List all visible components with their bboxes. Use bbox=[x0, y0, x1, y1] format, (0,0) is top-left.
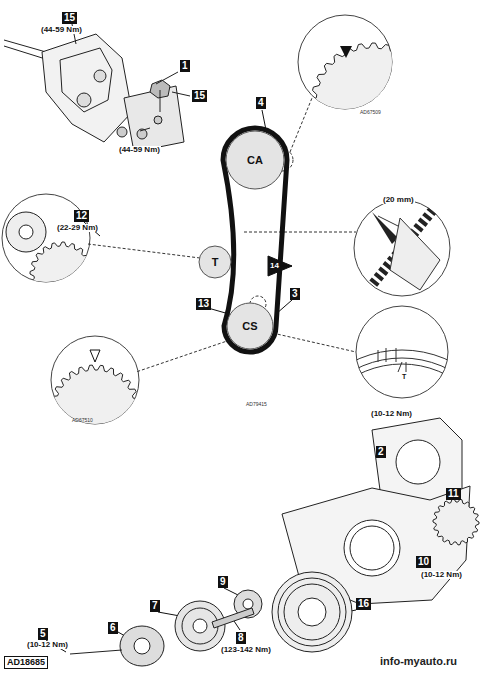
callout-number: 12 bbox=[74, 210, 89, 222]
callout-number: 6 bbox=[108, 622, 118, 634]
callout-number: 15 bbox=[192, 90, 207, 102]
pulley-disc bbox=[226, 131, 284, 189]
detail-insets bbox=[2, 15, 483, 570]
pulley-name: CA bbox=[225, 154, 285, 166]
torque-value: (20 mm) bbox=[382, 196, 415, 204]
pulley-name: T bbox=[198, 256, 232, 268]
timing-mark-letter: T bbox=[402, 373, 406, 380]
torque-value: (44-59 Nm) bbox=[40, 26, 83, 34]
callout-number: 3 bbox=[290, 288, 300, 300]
callout-number: 4 bbox=[256, 97, 266, 109]
timing-mark bbox=[340, 46, 352, 58]
callout-number: 11 bbox=[446, 488, 461, 500]
torque-value: (10-12 Nm) bbox=[420, 571, 463, 579]
callout-number: 13 bbox=[196, 298, 211, 310]
figure-code: AD67510 bbox=[72, 418, 93, 423]
callout-triangle bbox=[268, 256, 292, 276]
tensioner-pulley bbox=[6, 212, 46, 252]
timing-belt bbox=[223, 128, 287, 352]
pulley-hub bbox=[19, 225, 33, 239]
watermark: info-myauto.ru bbox=[380, 656, 457, 667]
callout-number: 10 bbox=[416, 556, 431, 568]
pulley-circle: CA bbox=[225, 130, 285, 190]
torque-value: (10-12 Nm) bbox=[26, 641, 69, 649]
torque-value: (10-12 Nm) bbox=[370, 410, 413, 418]
callout-number: 5 bbox=[38, 628, 48, 640]
sprocket bbox=[30, 242, 94, 306]
sprocket bbox=[50, 365, 140, 455]
callout-number: 9 bbox=[218, 576, 228, 588]
pulley-circle: CS bbox=[226, 302, 274, 350]
torque-value: (44-59 Nm) bbox=[118, 146, 161, 154]
callout-number: 7 bbox=[150, 600, 160, 612]
pulley-name: CS bbox=[226, 320, 274, 332]
callout-number: 14 bbox=[270, 262, 279, 270]
figure-code: AD18685 bbox=[4, 656, 48, 669]
inset-leaders bbox=[88, 98, 356, 372]
torque-value: (123-142 Nm) bbox=[220, 646, 272, 654]
sprocket-teeth bbox=[433, 499, 479, 545]
exploded-covers bbox=[70, 418, 470, 666]
sprocket bbox=[311, 43, 433, 165]
callout-number: 15 bbox=[62, 12, 77, 24]
figure-code: AD79415 bbox=[246, 402, 267, 407]
callout-number: 1 bbox=[180, 60, 190, 72]
pulley-circle: T bbox=[198, 245, 232, 279]
callout-number: 16 bbox=[356, 598, 371, 610]
timing-mark bbox=[90, 350, 100, 362]
callout-number: 8 bbox=[236, 632, 246, 644]
pulley-disc bbox=[227, 303, 273, 349]
figure-code: AD67509 bbox=[360, 110, 381, 115]
pulley-disc bbox=[199, 246, 231, 278]
sprocket bbox=[433, 499, 479, 545]
engine-mount bbox=[4, 24, 190, 152]
torque-value: (22-29 Nm) bbox=[56, 224, 99, 232]
callout-number: 2 bbox=[376, 446, 386, 458]
